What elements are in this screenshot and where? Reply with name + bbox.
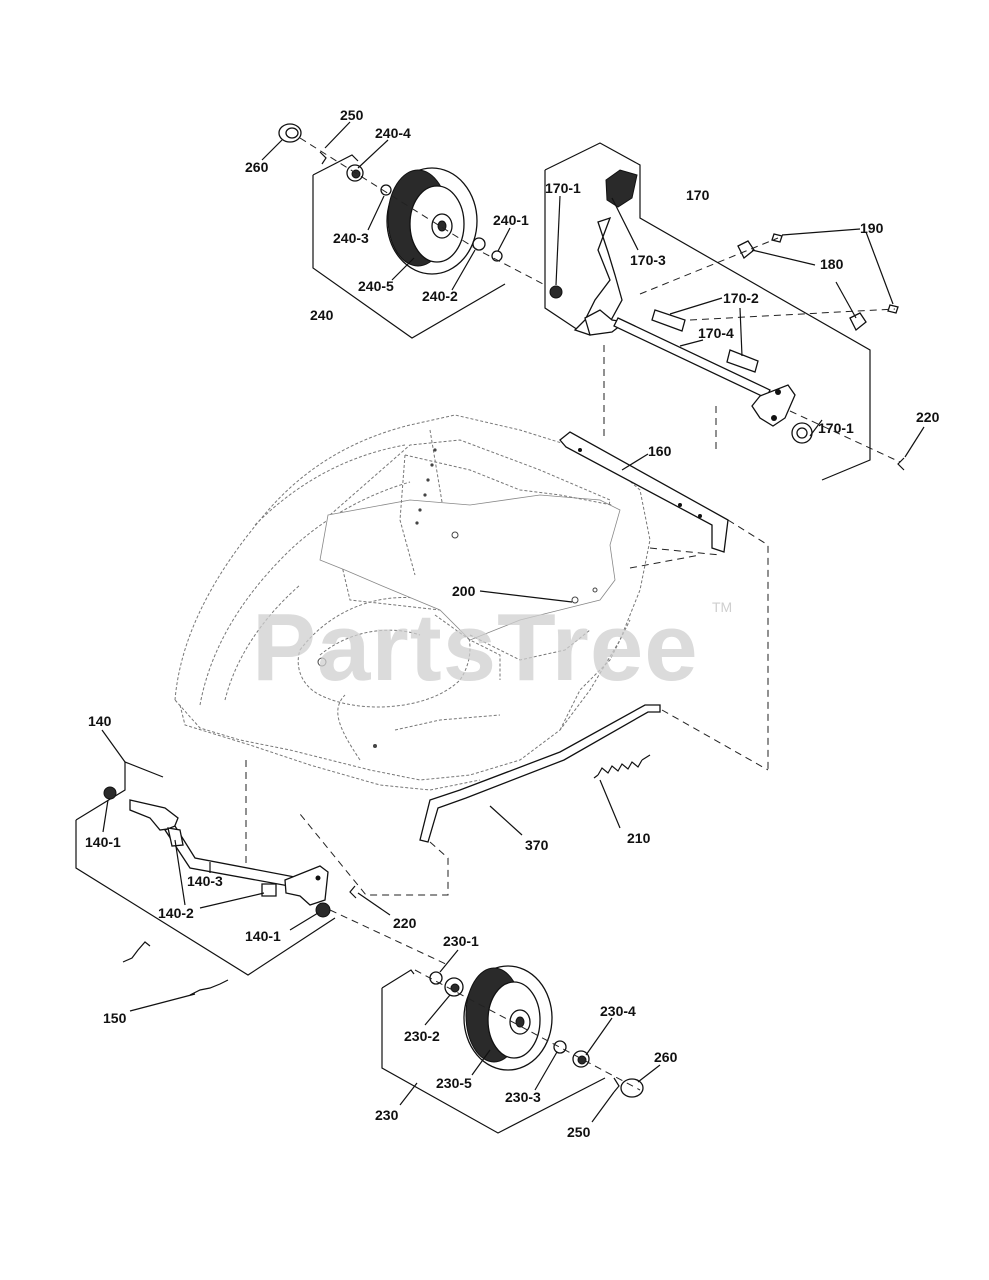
- callout-170-2: 170-2: [723, 290, 759, 306]
- handle-bracket-assembly: [544, 142, 905, 481]
- callout-140-2: 140-2: [158, 905, 194, 921]
- watermark: PartsTree: [252, 594, 699, 701]
- callout-150: 150: [103, 1010, 127, 1026]
- callout-240-4: 240-4: [375, 125, 411, 141]
- callout-140-3: 140-3: [187, 873, 223, 889]
- callout-240-5: 240-5: [358, 278, 394, 294]
- callout-370: 370: [525, 837, 549, 853]
- watermark-tm: TM: [712, 599, 732, 615]
- callout-230: 230: [375, 1107, 399, 1123]
- callout-260: 260: [245, 159, 269, 175]
- callout-250: 250: [567, 1124, 591, 1140]
- callout-140-1: 140-1: [85, 834, 121, 850]
- callout-210: 210: [627, 830, 651, 846]
- callout-230-2: 230-2: [404, 1028, 440, 1044]
- callout-140-1: 140-1: [245, 928, 281, 944]
- callout-140: 140: [88, 713, 112, 729]
- drive-rod: [299, 704, 769, 896]
- callout-170-1: 170-1: [545, 180, 581, 196]
- callout-190: 190: [860, 220, 884, 236]
- callout-250: 250: [340, 107, 364, 123]
- callout-230-3: 230-3: [505, 1089, 541, 1105]
- callout-170-4: 170-4: [698, 325, 734, 341]
- callout-240: 240: [310, 307, 334, 323]
- mower-deck: [174, 414, 651, 791]
- callout-220: 220: [916, 409, 940, 425]
- callout-170: 170: [686, 187, 710, 203]
- callout-240-2: 240-2: [422, 288, 458, 304]
- callout-170-3: 170-3: [630, 252, 666, 268]
- callout-170-1: 170-1: [818, 420, 854, 436]
- front-wheel-assembly: [381, 965, 644, 1134]
- callout-240-1: 240-1: [493, 212, 529, 228]
- callout-230-4: 230-4: [600, 1003, 636, 1019]
- leader-lines: [101, 121, 925, 1123]
- callout-230-1: 230-1: [443, 933, 479, 949]
- callout-220: 220: [393, 915, 417, 931]
- callout-230-5: 230-5: [436, 1075, 472, 1091]
- front-axle-assembly: [75, 760, 449, 996]
- height-adjust-bar: [559, 431, 769, 770]
- callout-240-3: 240-3: [333, 230, 369, 246]
- callout-180: 180: [820, 256, 844, 272]
- callout-200: 200: [452, 583, 476, 599]
- callout-260: 260: [654, 1049, 678, 1065]
- callout-labels: 250 240-4 260 240-3 240-1 240-5 240-2 24…: [85, 107, 940, 1140]
- rear-wheel-assembly: [278, 123, 546, 339]
- callout-160: 160: [648, 443, 672, 459]
